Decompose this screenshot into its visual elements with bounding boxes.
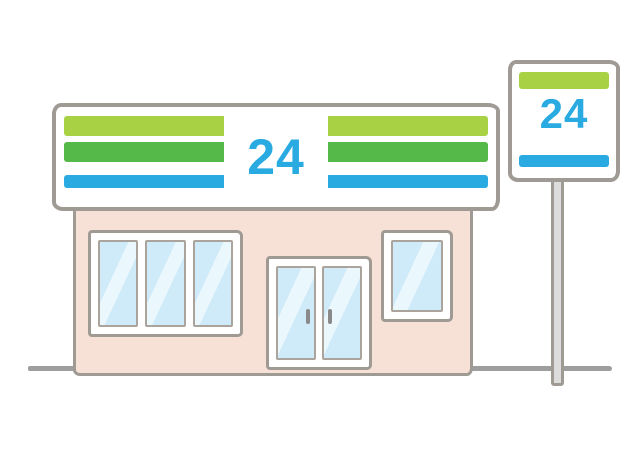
pole-sign-label: 24 <box>539 90 589 137</box>
door-left-panel <box>276 266 316 360</box>
facade-sign-label: 24 <box>247 129 305 185</box>
pole-sign-stripe-blue <box>519 155 609 167</box>
facade-sign-label-box: 24 <box>224 109 328 205</box>
facade-sign: 24 <box>52 103 500 211</box>
pole-sign: 24 <box>508 60 620 182</box>
sign-pole <box>551 170 564 386</box>
window-pane <box>145 240 186 327</box>
entrance-door <box>266 256 372 370</box>
window-pane <box>98 240 139 327</box>
door-right-panel <box>322 266 362 360</box>
window-pane <box>192 240 233 327</box>
door-handle-left <box>306 308 310 324</box>
window-pane <box>391 240 443 312</box>
left-window <box>88 230 243 337</box>
right-window <box>381 230 453 322</box>
door-handle-right <box>328 308 332 324</box>
pole-sign-stripe-green <box>519 72 609 89</box>
